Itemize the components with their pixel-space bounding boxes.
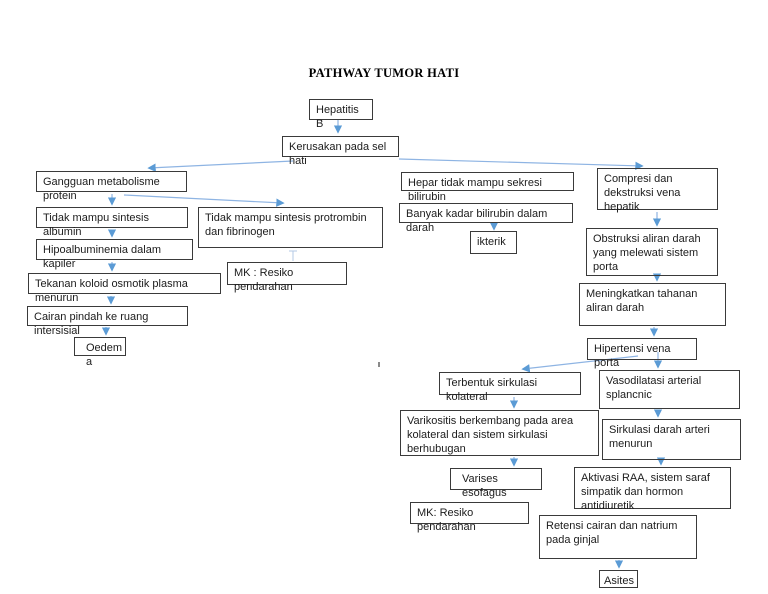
node-compresi-dekstruksi: Compresi dan dekstruksi vena hepatik	[597, 168, 718, 213]
node-tidak-mampu-sintesis-albumin: Tidak mampu sintesis albumin	[36, 207, 188, 238]
node-sirkulasi-darah-menurun: Sirkulasi darah arteri menurun	[602, 419, 741, 460]
node-terbentuk-sirkulasi-kolateral: Terbentuk sirkulasi kolateral	[439, 372, 581, 403]
page-title: PATHWAY TUMOR HATI	[308, 66, 460, 80]
node-aktivasi-raa: Aktivasi RAA, sistem saraf simpatik dan …	[574, 467, 731, 512]
node-mk-resiko-pendarahan-2: MK: Resiko pendarahan	[410, 502, 529, 533]
node-gangguan-metabolisme: Gangguan metabolisme protein	[36, 171, 187, 202]
node-mk-resiko-pendarahan-1: MK : Resiko pendarahan	[227, 262, 347, 293]
node-asites: Asites	[599, 570, 638, 588]
node-tekanan-koloid-osmotik: Tekanan koloid osmotik plasma menurun	[28, 273, 221, 304]
node-ikterik: ikterik	[470, 231, 517, 254]
node-hipertensi-vena-porta: Hipertensi vena porta	[587, 338, 697, 369]
node-sintesis-protrombin: Tidak mampu sintesis protrombin dan fibr…	[198, 207, 383, 248]
arrow-gangguan-protrombin	[123, 194, 285, 207]
node-retensi-cairan: Retensi cairan dan natrium pada ginjal	[539, 515, 697, 559]
node-kerusakan-sel-hati: Kerusakan pada sel hati	[282, 136, 399, 167]
node-meningkatkan-tahanan: Meningkatkan tahanan aliran darah	[579, 283, 726, 326]
node-varises-esofagus: Varises esofagus	[450, 468, 542, 499]
node-vasodilatasi-splancnic: Vasodilatasi arterial splancnic	[599, 370, 740, 409]
node-oedema: Oedem a	[74, 337, 126, 368]
node-hepatitis: Hepatitis B	[309, 99, 373, 130]
arrow-kerusakan-gangguan	[147, 160, 294, 172]
node-kadar-bilirubin: Banyak kadar bilirubin dalam darah	[399, 203, 573, 234]
node-hepar-sekresi-bilirubin: Hepar tidak mampu sekresi bilirubin	[401, 172, 574, 203]
stray-scan-mark	[378, 362, 380, 367]
node-cairan-pindah: Cairan pindah ke ruang intersisial	[27, 306, 188, 337]
node-obstruksi-aliran-darah: Obstruksi aliran darah yang melewati sis…	[586, 228, 718, 276]
node-hipoalbuminemia: Hipoalbuminemia dalam kapiler	[36, 239, 193, 270]
node-varikositis: Varikositis berkembang pada area kolater…	[400, 410, 599, 456]
arrow-kerusakan-compresi	[398, 158, 644, 171]
